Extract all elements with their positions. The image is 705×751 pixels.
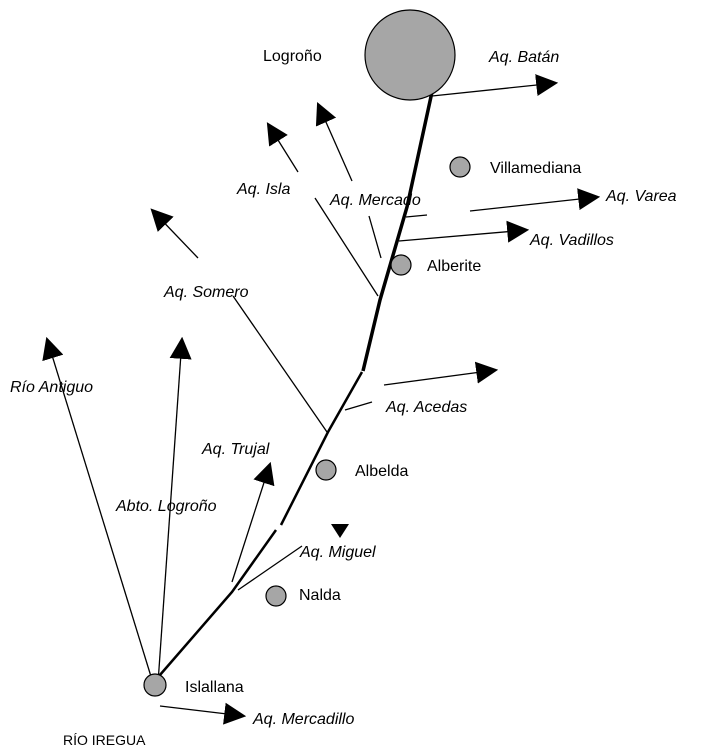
canal-vadillos-line xyxy=(398,220,530,243)
canal-isla-label: Aq. Isla xyxy=(236,181,290,198)
town-logrono-label: Logroño xyxy=(263,48,322,65)
canal-batan-line xyxy=(431,74,559,97)
canal-vadillos-label: Aq. Vadillos xyxy=(529,232,614,249)
canal-miguel-line xyxy=(237,545,303,591)
canal-miguel-label: Aq. Miguel xyxy=(299,544,376,561)
canal-batan-label: Aq. Batán xyxy=(488,49,559,66)
canal-mercadillo-line xyxy=(159,702,247,725)
canal-isla-line xyxy=(266,122,299,173)
town-alberite-circle xyxy=(390,254,412,276)
canal-trujal-line xyxy=(231,461,275,583)
canal-miguel-arrowhead xyxy=(331,524,349,538)
canal-mercado-line xyxy=(315,101,353,182)
canal-somero-upper-line xyxy=(150,208,199,259)
town-islallana-circle xyxy=(143,673,167,697)
town-nalda-label: Nalda xyxy=(299,587,341,604)
town-albelda-label: Albelda xyxy=(355,463,408,480)
town-alberite-label: Alberite xyxy=(427,258,481,275)
canal-acedas-line xyxy=(383,361,499,386)
canal-rio-antiguo-line xyxy=(42,336,154,684)
canal-acedas-stub xyxy=(344,401,373,411)
river-segment-upper xyxy=(361,91,434,372)
river-segment-lower xyxy=(152,529,278,684)
town-villamediana-label: Villamediana xyxy=(490,160,581,177)
canal-network xyxy=(42,74,601,725)
canal-somero-lower-line xyxy=(232,295,328,433)
canal-somero-label: Aq. Somero xyxy=(163,284,249,301)
canal-varea-line xyxy=(469,188,601,212)
town-markers xyxy=(143,9,471,697)
canal-varea-stub xyxy=(405,214,428,218)
canal-varea-label: Aq. Varea xyxy=(605,188,677,205)
river-segment-middle xyxy=(279,371,364,526)
canal-mercadillo-label: Aq. Mercadillo xyxy=(252,711,354,728)
town-islallana-label: Islallana xyxy=(185,679,244,696)
canal-isla-lower-line xyxy=(314,197,379,297)
town-albelda-circle xyxy=(315,459,337,481)
canal-mercado-label: Aq. Mercado xyxy=(329,192,421,209)
town-nalda-circle xyxy=(265,585,287,607)
canal-mercado-lower-line xyxy=(368,215,382,259)
town-logrono-circle xyxy=(364,9,456,101)
town-villamediana-circle xyxy=(449,156,471,178)
canal-rio-antiguo-label: Río Antiguo xyxy=(10,379,93,396)
canal-abto-logrono-label: Abto. Logroño xyxy=(115,498,217,515)
canal-acedas-label: Aq. Acedas xyxy=(385,399,467,416)
river-iregua-label: RÍO IREGUA xyxy=(63,732,146,748)
river-main-channel xyxy=(152,91,434,684)
canal-trujal-label: Aq. Trujal xyxy=(201,441,270,458)
canal-abto-logrono-line xyxy=(157,336,192,684)
